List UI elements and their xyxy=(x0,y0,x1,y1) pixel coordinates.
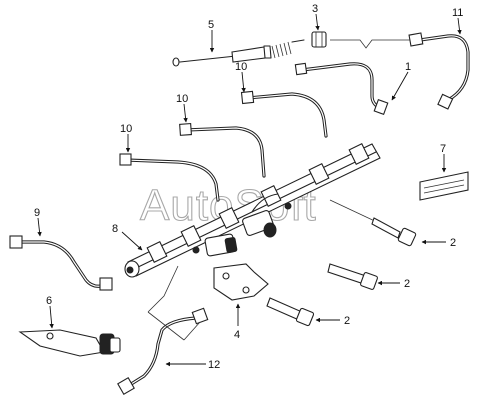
callout-10-left: 10 xyxy=(120,123,132,135)
part-4-bracket xyxy=(213,263,269,301)
callout-11: 11 xyxy=(452,7,463,19)
part-10-injection-pipe-left xyxy=(119,153,220,202)
callout-5: 5 xyxy=(208,19,214,31)
callout-2-upper: 2 xyxy=(450,237,456,249)
part-9-injection-pipe xyxy=(9,235,113,291)
callout-2-middle: 2 xyxy=(404,278,410,290)
part-12-pipe xyxy=(117,265,209,395)
part-7-label-plate xyxy=(419,171,469,201)
part-1-injection-pipe xyxy=(294,62,389,116)
callout-2-lower: 2 xyxy=(344,315,350,327)
callout-1: 1 xyxy=(405,61,411,73)
callout-9: 9 xyxy=(34,207,40,219)
part-6-bracket xyxy=(18,329,121,357)
callout-3: 3 xyxy=(312,3,318,15)
part-10-injection-pipe-middle xyxy=(179,123,266,178)
callout-10-middle: 10 xyxy=(176,93,188,105)
callout-10-upper: 10 xyxy=(235,61,247,73)
part-2-bolt-middle xyxy=(327,263,378,290)
part-8-fuel-rail xyxy=(124,143,381,278)
part-2-bolt-lower xyxy=(266,297,315,327)
callout-7: 7 xyxy=(440,143,446,155)
part-11-injection-pipe xyxy=(330,32,470,110)
part-3-sleeve-nut xyxy=(311,31,327,48)
callout-leaders xyxy=(37,13,462,367)
callout-6: 6 xyxy=(46,295,52,307)
callout-numbers: 1 3 5 10 10 10 11 7 8 9 6 4 12 2 2 2 xyxy=(34,3,463,371)
callout-8: 8 xyxy=(112,223,118,235)
part-10-injection-pipe-upper xyxy=(240,90,328,138)
part-2-bolt-upper xyxy=(329,199,417,247)
part-5-injector xyxy=(172,39,305,67)
callout-4: 4 xyxy=(234,329,240,341)
callout-12: 12 xyxy=(208,359,220,371)
